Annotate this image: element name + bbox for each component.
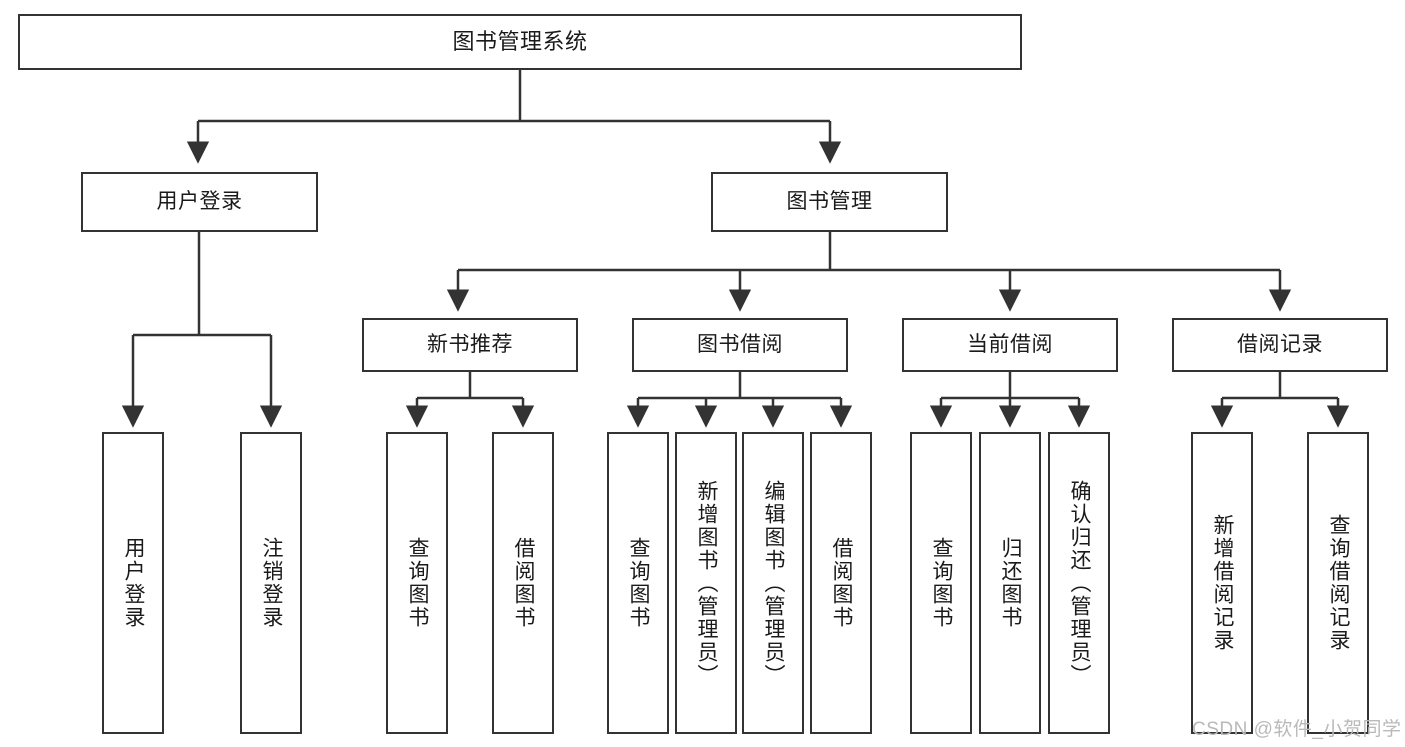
- leaf-query-book-new[interactable]: 查询图书: [386, 432, 448, 734]
- node-label: 查询图书: [406, 537, 430, 629]
- leaf-borrow-book[interactable]: 借阅图书: [810, 432, 872, 734]
- node-label: 当前借阅: [967, 332, 1053, 356]
- node-label: 图书管理系统: [452, 29, 588, 55]
- leaf-query-book-borrow[interactable]: 查询图书: [607, 432, 669, 734]
- leaf-logout[interactable]: 注销登录: [240, 432, 302, 734]
- node-label: 归还图书: [999, 537, 1023, 629]
- leaf-confirm-return-admin[interactable]: 确认归还（管理员）: [1048, 432, 1110, 734]
- csdn-watermark: CSDN @软件_小贺同学: [1192, 719, 1402, 740]
- node-book-management[interactable]: 图书管理: [711, 172, 948, 232]
- node-book-borrowing[interactable]: 图书借阅: [632, 318, 848, 372]
- leaf-add-book-admin[interactable]: 新增图书（管理员）: [675, 432, 737, 734]
- node-borrowing-record[interactable]: 借阅记录: [1172, 318, 1388, 372]
- leaf-user-login[interactable]: 用户登录: [102, 432, 164, 734]
- node-label: 新增借阅记录: [1211, 514, 1235, 652]
- node-label: 图书借阅: [697, 332, 783, 356]
- node-current-borrowing[interactable]: 当前借阅: [902, 318, 1118, 372]
- node-label: 借阅图书: [512, 537, 536, 629]
- node-label: 借阅记录: [1237, 332, 1323, 356]
- leaf-return-book[interactable]: 归还图书: [979, 432, 1041, 734]
- node-label: 查询图书: [930, 537, 954, 629]
- node-label: 图书管理: [786, 189, 873, 213]
- node-label: 用户登录: [122, 537, 146, 629]
- node-label: 编辑图书（管理员）: [762, 479, 786, 687]
- leaf-add-borrow-record[interactable]: 新增借阅记录: [1191, 432, 1253, 734]
- node-label: 新增图书（管理员）: [695, 479, 719, 687]
- node-label: 查询借阅记录: [1327, 514, 1351, 652]
- node-label: 确认归还（管理员）: [1068, 479, 1092, 687]
- node-label: 借阅图书: [830, 537, 854, 629]
- node-label: 注销登录: [260, 537, 284, 629]
- node-user-login[interactable]: 用户登录: [81, 172, 318, 232]
- leaf-query-borrow-record[interactable]: 查询借阅记录: [1307, 432, 1369, 734]
- leaf-borrow-book-new[interactable]: 借阅图书: [492, 432, 554, 734]
- leaf-edit-book-admin[interactable]: 编辑图书（管理员）: [742, 432, 804, 734]
- node-label: 查询图书: [627, 537, 651, 629]
- node-root-book-management-system[interactable]: 图书管理系统: [18, 14, 1022, 70]
- node-label: 用户登录: [156, 189, 243, 213]
- leaf-query-book-current[interactable]: 查询图书: [910, 432, 972, 734]
- node-new-book-recommendation[interactable]: 新书推荐: [362, 318, 578, 372]
- node-label: 新书推荐: [427, 332, 513, 356]
